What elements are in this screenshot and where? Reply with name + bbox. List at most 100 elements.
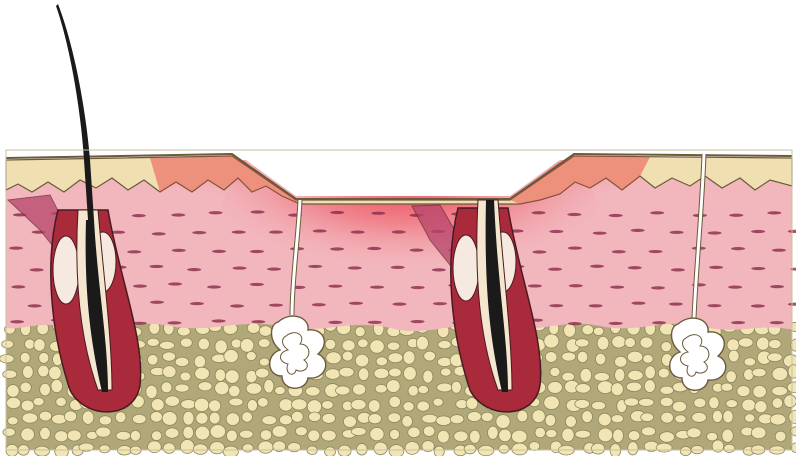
fat-cell [6,397,20,408]
dermal-cell [569,284,583,287]
fat-cell [418,385,429,393]
fat-cell [242,412,253,423]
dermal-cell [330,247,344,250]
fat-cell [7,385,19,398]
fat-cell [51,380,63,393]
dermal-cell [209,211,223,214]
fat-cell [239,430,253,438]
fat-cell [644,380,655,393]
fat-cell [370,428,384,441]
fat-cell [258,441,273,453]
fat-cell [784,395,796,408]
fat-cell [488,426,499,439]
fat-cell [403,402,414,412]
dermal-cell [267,268,281,271]
fat-cell [20,352,30,363]
fat-cell [343,416,356,428]
fat-cell [562,352,576,361]
fat-cell [22,413,38,423]
fat-cell [292,411,304,422]
fat-cell [209,412,220,424]
fat-cell [3,370,17,379]
fat-cell [417,401,430,411]
fat-cell [548,381,563,393]
fat-cell [405,441,419,454]
fat-cell [562,372,575,381]
fat-cell [322,401,334,410]
dermal-cell [330,211,344,214]
dermal-cell [251,210,265,213]
fat-cell [775,431,786,442]
fat-cell [529,442,540,451]
fat-cell [356,443,367,455]
dermal-cell [133,285,147,288]
fat-cell [723,410,733,423]
fat-cell [339,367,354,377]
fat-cell [40,383,51,396]
fat-cell [175,384,189,392]
fat-cell [215,381,229,394]
dermal-cell [589,304,603,307]
fat-cell [308,430,320,442]
fat-cell [229,398,243,406]
fat-cell [146,385,157,398]
fat-cell [593,327,603,335]
fat-cell [272,426,287,438]
fat-cell [180,439,194,453]
fat-cell [358,339,369,348]
fat-cell [39,352,49,363]
fat-cell [224,349,238,362]
fat-cell [64,411,76,422]
dermal-cell [612,250,626,253]
fat-cell [769,339,782,348]
fat-cell [467,412,481,422]
fat-cell [163,443,175,454]
fat-cell [22,366,33,379]
fat-cell [591,443,604,454]
dermal-cell [628,266,642,269]
fat-cell [20,382,31,393]
dermal-cell [631,302,645,305]
fat-cell [640,337,653,348]
fat-cell [279,399,293,411]
fat-cell [597,381,613,394]
fat-cell [210,442,225,454]
fat-cell [625,337,636,347]
fat-cell [611,415,623,423]
fat-cell [641,413,654,422]
dermal-cell [250,283,264,286]
fat-cell [436,416,451,426]
fat-cell [615,356,627,367]
fat-cell [742,399,756,411]
fat-cell [390,429,400,439]
fat-cell [438,430,450,443]
dermal-cell [348,266,362,269]
fat-cell [437,383,453,392]
dermal-cell [392,230,406,233]
fat-cell [180,338,192,347]
fat-cell [450,415,464,424]
fat-cell [387,380,400,393]
fat-cell [658,368,669,378]
dermal-cell [532,250,546,253]
fat-cell [306,386,320,396]
fat-cell [707,432,718,441]
fat-cell [645,366,656,379]
fat-cell [544,334,559,348]
fat-cell [193,444,207,454]
fat-cell [721,383,733,391]
fat-cell [751,427,766,439]
fat-cell [8,417,19,425]
fat-cell [592,401,606,410]
dermal-cell [351,230,365,233]
fat-cell [0,355,14,363]
fat-cell [582,325,594,335]
fat-cell [34,339,45,351]
fat-cell [338,445,351,456]
fat-cell [162,411,177,425]
fat-cell [342,340,355,351]
fat-cell [576,383,591,393]
fat-cell [434,446,444,456]
fat-cell [532,410,545,423]
fat-cell [772,398,783,409]
